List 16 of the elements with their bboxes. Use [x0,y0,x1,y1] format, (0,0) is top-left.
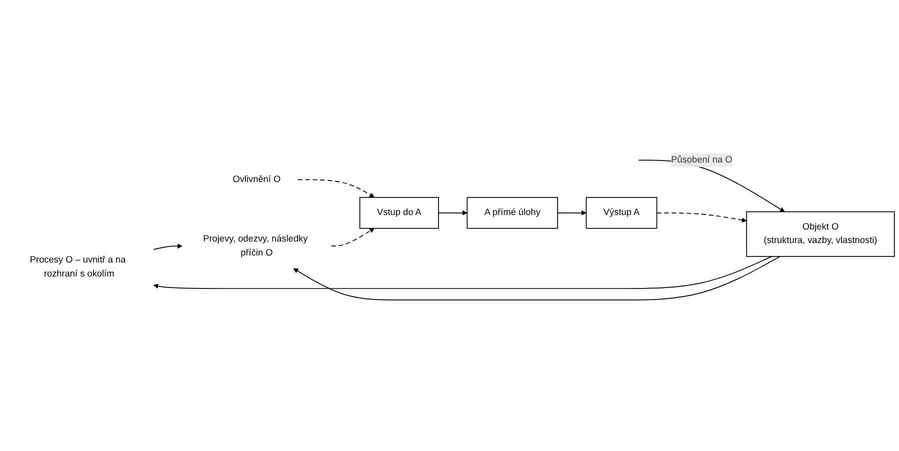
arrow [656,212,747,222]
node-box: Vstup do A [359,196,439,228]
arrow [293,256,781,300]
arrow [153,256,772,289]
node-text: Procesy O – uvnitř a na rozhraní s okolím [30,254,126,278]
arrow [297,178,374,198]
node-text: Ovlivnění O [232,174,281,184]
node-box: A přímé úlohy [466,196,558,228]
node-text: Projevy, odezvy, následky příčin O [203,234,308,258]
arrow [330,228,374,246]
node-box: Objekt O (struktura, vazby, vlastnosti) [746,211,895,257]
node-box: Výstup A [586,196,658,228]
arrow [438,210,468,216]
edge-label: Působení na O [671,154,732,164]
arrow [153,243,182,250]
arrow [557,210,586,216]
